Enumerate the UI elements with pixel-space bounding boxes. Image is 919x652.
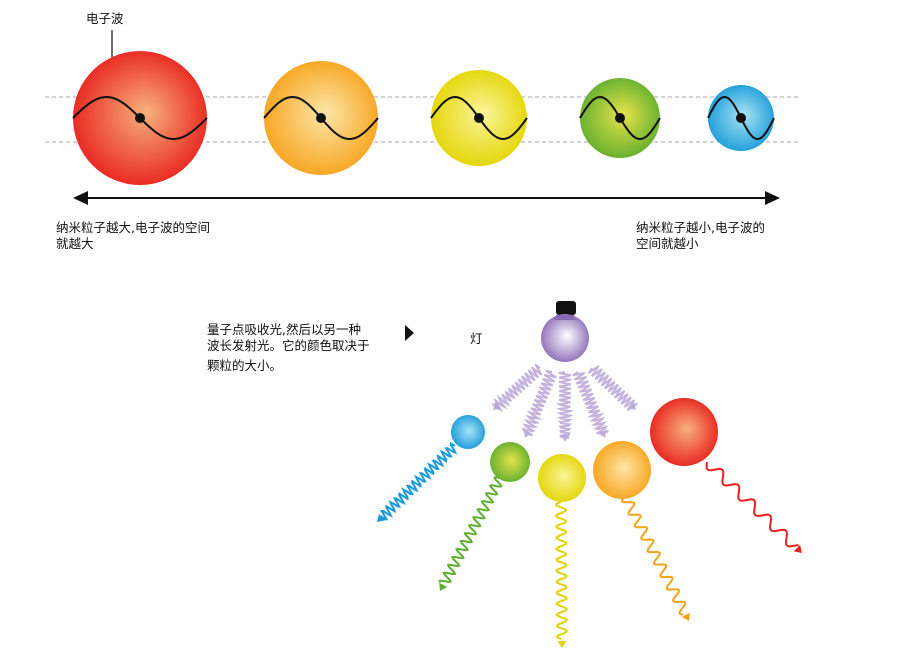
lamp-light-ray	[491, 363, 543, 413]
lamp-neck	[551, 315, 579, 320]
arrow-left-head	[73, 191, 88, 205]
electron-wave-label: 电子波	[86, 11, 124, 26]
large-particle-caption: 纳米粒子越大,电子波的空间 就越大	[56, 220, 210, 251]
lamp-light-ray-head	[523, 429, 532, 438]
lamp-light-ray-head	[560, 435, 570, 442]
orange-emission-wave	[621, 495, 687, 616]
lamp-bulb	[541, 314, 589, 362]
lamp-light-ray	[572, 371, 610, 435]
lamp-cap	[556, 301, 576, 315]
small-particle-caption: 纳米粒子越小,电子波的 空间就越小	[636, 220, 765, 251]
quantum-dot-caption: 量子点吸收光,然后以另一种 波长发射光。它的颜色取决于	[207, 322, 370, 353]
quantum-dot-green	[490, 442, 530, 482]
quantum-dot-orange	[593, 441, 651, 499]
nucleus-dot	[736, 113, 746, 123]
quantum-dot-yellow	[538, 454, 586, 502]
orange-emission-wave-head	[681, 612, 690, 621]
green-emission-wave-head	[439, 582, 448, 591]
nucleus-dot	[474, 113, 484, 123]
lamp-light-ray-head	[493, 401, 502, 410]
lamp-light-ray	[555, 371, 574, 439]
blue-emission-wave-head	[377, 513, 386, 522]
nucleus-dot	[615, 113, 625, 123]
emission-diagram	[377, 301, 802, 648]
lamp-light-ray-head	[627, 401, 636, 410]
yellow-emission-wave-head	[557, 640, 567, 648]
quantum-dot-caption-end: 颗粒的大小。	[207, 358, 283, 373]
nucleus-dot	[135, 113, 145, 123]
particle-size-row	[45, 30, 800, 205]
nucleus-dot	[316, 113, 326, 123]
red-emission-wave-head	[793, 544, 802, 553]
arrow-right-head	[765, 191, 780, 205]
pointer-arrow-icon	[405, 325, 414, 341]
quantum-dot-red	[650, 398, 718, 466]
lamp-light-ray	[521, 369, 557, 437]
yellow-emission-wave	[554, 501, 569, 641]
red-emission-wave	[705, 461, 799, 548]
blue-emission-wave	[379, 441, 458, 521]
lamp-light-ray	[587, 365, 638, 411]
quantum-dot-blue	[451, 415, 485, 449]
green-emission-wave	[438, 476, 503, 584]
lamp-label: 灯	[470, 331, 483, 346]
lamp-light-ray-head	[598, 429, 607, 438]
